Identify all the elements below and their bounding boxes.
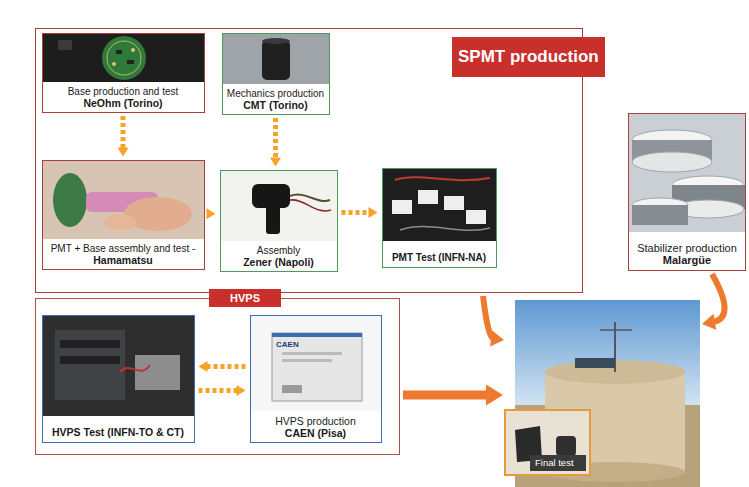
flow-arrow (483, 296, 504, 346)
step-caption: Stabilizer production (629, 240, 745, 255)
site-name: Zener (Napoli) (221, 256, 337, 271)
process-box: HVPS Test (INFN-TO & CT) (42, 315, 195, 443)
site-name: CAEN (Pisa) (251, 427, 381, 442)
flow-arrow (702, 274, 725, 330)
step-caption: Base production and test (43, 84, 204, 98)
flow-arrow (199, 385, 246, 396)
pcb-photo (43, 34, 204, 82)
device-brand: CAEN (276, 340, 299, 349)
flow-arrow (342, 207, 378, 218)
step-caption: Mechanics production (223, 86, 329, 100)
flow-arrow (270, 118, 281, 166)
panel-title: HVPS (209, 289, 281, 307)
process-box: AssemblyZener (Napoli) (220, 170, 338, 273)
panel-title: SPMT production (452, 37, 605, 77)
site-name: NeOhm (Torino) (43, 97, 204, 112)
site-name: Hamamatsu (43, 254, 204, 269)
tank-photo (515, 300, 700, 487)
assembly-photo (221, 171, 337, 241)
pmt-base-photo (43, 161, 204, 239)
step-caption: HVPS production (251, 413, 381, 427)
site-name: CMT (Torino) (223, 99, 329, 114)
final-test-inset (505, 410, 590, 475)
flow-arrow (117, 116, 128, 156)
production-panel: SPMT productionBase production and testN… (35, 28, 583, 293)
final-test-station: Final test (505, 300, 700, 486)
stabilizer-photo (629, 114, 745, 232)
process-box: Stabilizer productionMalargüe (628, 113, 746, 271)
process-box: Base production and testNeOhm (Torino) (42, 33, 205, 114)
mechanics-photo (223, 34, 329, 84)
step-caption: PMT + Base assembly and test - (43, 241, 204, 255)
flow-arrow (199, 361, 246, 372)
step-caption: Assembly (221, 243, 337, 257)
photo-caption: Final test (532, 456, 577, 469)
flow-arrow (207, 208, 216, 219)
process-box: Mechanics productionCMT (Torino) (222, 33, 330, 116)
flow-arrow (403, 384, 503, 405)
step-caption: HVPS Test (INFN-TO & CT) (43, 424, 194, 441)
step-caption: PMT Test (INFN-NA) (383, 250, 496, 267)
process-box: PMT + Base assembly and test -Hamamatsu (42, 160, 205, 271)
hvps-test-photo (43, 316, 194, 416)
hvps-module-photo (251, 316, 381, 411)
hvps-panel: HVPSHVPS Test (INFN-TO & CT)HVPS product… (35, 298, 400, 455)
site-name: Malargüe (629, 254, 745, 270)
pmt-test-photo (383, 169, 496, 241)
process-box: PMT Test (INFN-NA) (382, 168, 497, 268)
process-box: HVPS productionCAEN (Pisa) (250, 315, 382, 443)
